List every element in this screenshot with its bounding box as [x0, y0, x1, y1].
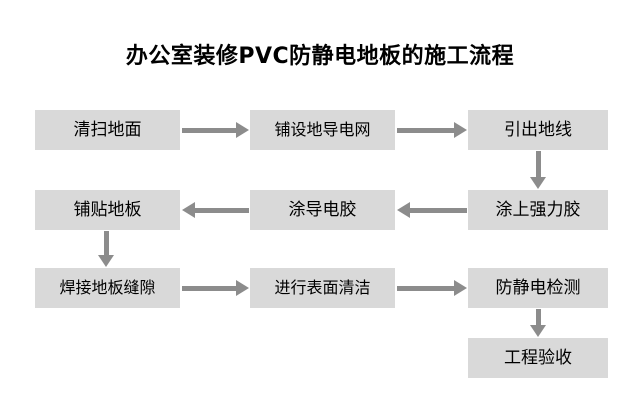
- arrow-shaft: [397, 127, 454, 133]
- flow-arrow-down-icon: [520, 309, 556, 337]
- arrow-head: [236, 122, 249, 138]
- flow-arrow-right-icon: [182, 112, 249, 148]
- arrow-shaft: [195, 207, 249, 213]
- arrow-shaft: [103, 231, 109, 255]
- flow-node-surface-cleaning[interactable]: 进行表面清洁: [250, 268, 395, 308]
- arrow-head: [530, 325, 546, 337]
- flow-arrow-left-icon: [182, 192, 249, 228]
- arrow-head: [98, 255, 114, 267]
- flow-arrow-right-icon: [397, 270, 467, 306]
- arrow-head: [530, 177, 546, 189]
- arrow-shaft: [535, 309, 541, 325]
- arrow-shaft: [397, 285, 454, 291]
- flow-node-clean-floor[interactable]: 清扫地面: [35, 110, 180, 150]
- flow-node-apply-conductive-adhesive[interactable]: 涂导电胶: [250, 190, 395, 230]
- flow-arrow-down-icon: [520, 151, 556, 189]
- flow-node-lead-out-ground-wire[interactable]: 引出地线: [468, 110, 608, 150]
- flow-arrow-right-icon: [397, 112, 467, 148]
- flow-node-lay-flooring[interactable]: 铺贴地板: [35, 190, 180, 230]
- arrow-shaft: [182, 285, 236, 291]
- flow-arrow-down-icon: [88, 231, 124, 267]
- arrow-head: [454, 280, 467, 296]
- arrow-shaft: [182, 127, 236, 133]
- flow-node-apply-strong-glue[interactable]: 涂上强力胶: [468, 190, 608, 230]
- flow-node-antistatic-test[interactable]: 防静电检测: [468, 268, 608, 308]
- arrow-head: [236, 280, 249, 296]
- flow-node-project-acceptance[interactable]: 工程验收: [468, 338, 608, 378]
- arrow-shaft: [535, 151, 541, 177]
- arrow-head: [182, 202, 195, 218]
- flow-arrow-left-icon: [397, 192, 467, 228]
- arrow-shaft: [410, 207, 467, 213]
- flow-node-lay-conductive-grid[interactable]: 铺设地导电网: [250, 110, 395, 150]
- flow-node-weld-floor-seams[interactable]: 焊接地板缝隙: [35, 268, 180, 308]
- flow-arrow-right-icon: [182, 270, 249, 306]
- arrow-head: [397, 202, 410, 218]
- arrow-head: [454, 122, 467, 138]
- page-title: 办公室装修PVC防静电地板的施工流程: [125, 44, 515, 69]
